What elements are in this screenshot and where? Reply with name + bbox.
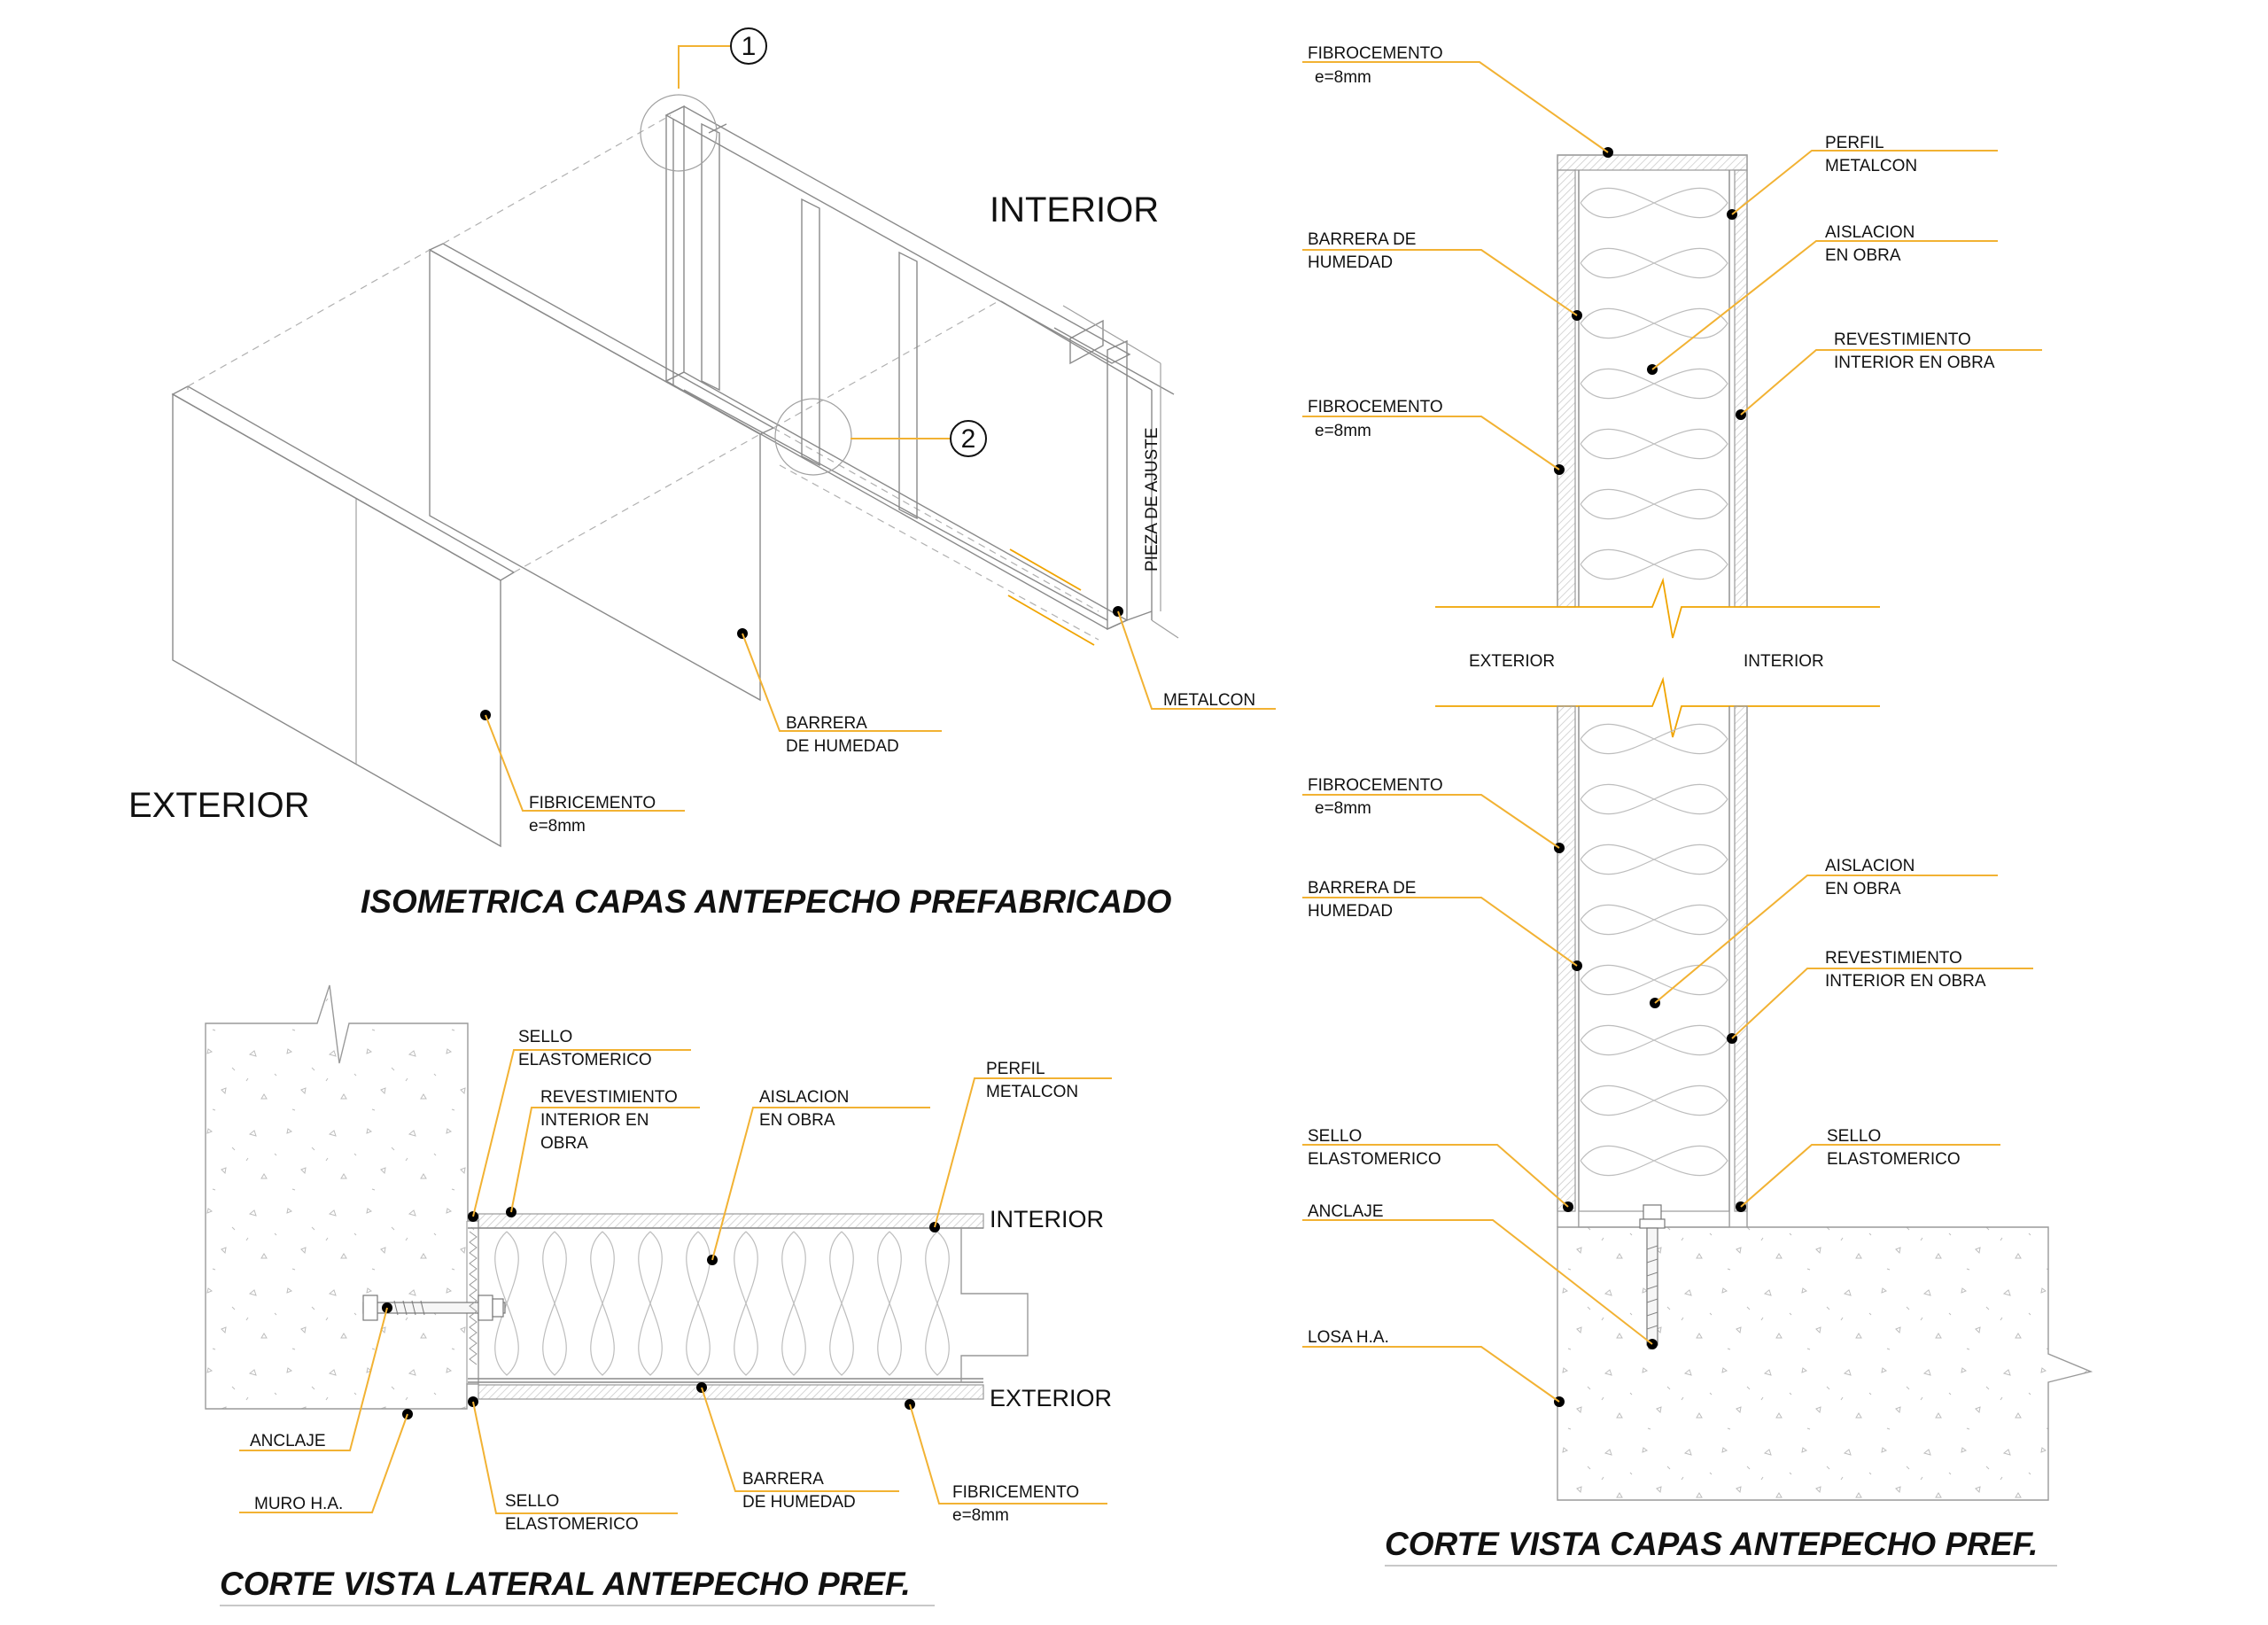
lat-fibro-line2: e=8mm bbox=[952, 1506, 1009, 1525]
barrera-label-line2: DE HUMEDAD bbox=[786, 737, 899, 756]
vs-fibro-c-line1: FIBROCEMENTO bbox=[1308, 776, 1443, 795]
anclaje-label: ANCLAJE bbox=[250, 1432, 326, 1450]
lateral-insulation bbox=[494, 1231, 950, 1376]
lateral-interior-label: INTERIOR bbox=[990, 1206, 1104, 1232]
vs-sello-r-line2: ELASTOMERICO bbox=[1827, 1150, 1961, 1169]
vs-lower-wall bbox=[1557, 706, 1748, 1227]
isometric-view: 1 2 INTERIOR EXTERIOR PIEZA DE AJUSTE ME… bbox=[128, 27, 1276, 920]
vs-perfil-line2: METALCON bbox=[1825, 157, 1917, 175]
vs-perfil-line1: PERFIL bbox=[1825, 134, 1884, 152]
svg-text:2: 2 bbox=[961, 424, 976, 454]
sello-bot-line2: ELASTOMERICO bbox=[505, 1515, 639, 1534]
rev-line3: OBRA bbox=[540, 1134, 588, 1153]
vs-interior-label: INTERIOR bbox=[1744, 652, 1824, 671]
vs-barrera-b-line1: BARRERA DE bbox=[1308, 879, 1416, 898]
vs-rev-b-line2: INTERIOR EN OBRA bbox=[1825, 972, 1986, 991]
vs-fibro-b-line1: FIBROCEMENTO bbox=[1308, 398, 1443, 416]
rev-line1: REVESTIMIENTO bbox=[540, 1088, 678, 1107]
vs-sello-r-line1: SELLO bbox=[1827, 1127, 1881, 1146]
lateral-exterior-label: EXTERIOR bbox=[990, 1385, 1112, 1411]
vs-rev-a-line1: REVESTIMIENTO bbox=[1834, 330, 1971, 349]
vs-insulation-lower bbox=[1580, 723, 1728, 1177]
vs-fibro-b-line2: e=8mm bbox=[1315, 422, 1371, 440]
lat-barrera-line1: BARRERA bbox=[742, 1470, 824, 1489]
perfil-line1: PERFIL bbox=[986, 1060, 1045, 1078]
muro-ha bbox=[205, 984, 479, 1410]
vs-title: CORTE VISTA CAPAS ANTEPECHO PREF. bbox=[1385, 1526, 2038, 1562]
vs-ais-b-line2: EN OBRA bbox=[1825, 880, 1901, 898]
sello-bot-line1: SELLO bbox=[505, 1492, 559, 1511]
iso-exterior-panel bbox=[172, 393, 501, 848]
lat-fibro-line1: FIBRICEMENTO bbox=[952, 1483, 1079, 1502]
vs-sello-l-line1: SELLO bbox=[1308, 1127, 1362, 1146]
vs-leaders: FIBROCEMENTO e=8mm PERFIL METALCON BARRE… bbox=[1302, 44, 2042, 1407]
iso-leaders: METALCON BARRERA DE HUMEDAD FIBRICEMENTO… bbox=[480, 606, 1276, 836]
vs-rev-b-line1: REVESTIMIENTO bbox=[1825, 949, 1962, 968]
vs-barrera-a-line1: BARRERA DE bbox=[1308, 230, 1416, 249]
svg-text:1: 1 bbox=[742, 32, 757, 61]
vertical-section: EXTERIOR INTERIOR FIBROCEMENTO e=8mm PER… bbox=[1302, 44, 2093, 1567]
pieza-ajuste-label: PIEZA DE AJUSTE bbox=[1143, 427, 1161, 571]
vs-rev-a-line2: INTERIOR EN OBRA bbox=[1834, 354, 1995, 372]
sello-top-line1: SELLO bbox=[518, 1028, 572, 1046]
vs-fibro-c-line2: e=8mm bbox=[1315, 799, 1371, 818]
lateral-fibrocement bbox=[478, 1384, 984, 1400]
metalcon-label: METALCON bbox=[1163, 691, 1255, 710]
fibricemento-label-line2: e=8mm bbox=[529, 817, 586, 836]
iso-exterior-label: EXTERIOR bbox=[128, 786, 309, 825]
ais-line1: AISLACION bbox=[759, 1088, 849, 1107]
lateral-interior-lining bbox=[478, 1213, 984, 1229]
callout-1: 1 bbox=[678, 27, 767, 89]
vs-insulation-upper bbox=[1580, 187, 1728, 580]
ais-line2: EN OBRA bbox=[759, 1111, 835, 1130]
lateral-title: CORTE VISTA LATERAL ANTEPECHO PREF. bbox=[220, 1566, 911, 1602]
lateral-leaders: SELLO ELASTOMERICO REVESTIMIENTO INTERIO… bbox=[239, 1028, 1112, 1534]
vs-ais-a-line1: AISLACION bbox=[1825, 223, 1915, 242]
sello-top-line2: ELASTOMERICO bbox=[518, 1051, 652, 1069]
vs-barrera-b-line2: HUMEDAD bbox=[1308, 902, 1393, 921]
iso-metalcon-frame bbox=[664, 105, 1175, 631]
rev-line2: INTERIOR EN bbox=[540, 1111, 649, 1130]
losa-ha bbox=[1557, 1226, 2093, 1501]
lateral-section: INTERIOR EXTERIOR SELLO ELASTOMERICO REV… bbox=[205, 984, 1112, 1606]
iso-title: ISOMETRICA CAPAS ANTEPECHO PREFABRICADO bbox=[361, 883, 1172, 920]
lateral-anchor bbox=[362, 1231, 506, 1365]
vs-fibro-a-line1: FIBROCEMENTO bbox=[1308, 44, 1443, 63]
perfil-line2: METALCON bbox=[986, 1083, 1078, 1101]
barrera-label-line1: BARRERA bbox=[786, 714, 867, 733]
vs-ais-a-line2: EN OBRA bbox=[1825, 246, 1901, 265]
vs-sello-l-line2: ELASTOMERICO bbox=[1308, 1150, 1441, 1169]
vs-anclaje-label: ANCLAJE bbox=[1308, 1202, 1384, 1221]
vs-fibro-a-line2: e=8mm bbox=[1315, 68, 1371, 87]
vs-losa-label: LOSA H.A. bbox=[1308, 1328, 1389, 1347]
vs-exterior-label: EXTERIOR bbox=[1469, 652, 1555, 671]
callout-2: 2 bbox=[850, 420, 987, 457]
vs-ais-b-line1: AISLACION bbox=[1825, 857, 1915, 875]
iso-interior-label: INTERIOR bbox=[990, 190, 1159, 229]
lat-barrera-line2: DE HUMEDAD bbox=[742, 1493, 856, 1512]
vs-barrera-a-line2: HUMEDAD bbox=[1308, 253, 1393, 272]
vs-upper-wall bbox=[1557, 154, 1748, 607]
iso-moisture-barrier-panel bbox=[429, 248, 761, 702]
fibricemento-label-line1: FIBRICEMENTO bbox=[529, 794, 656, 812]
muro-label: MURO H.A. bbox=[254, 1495, 343, 1513]
